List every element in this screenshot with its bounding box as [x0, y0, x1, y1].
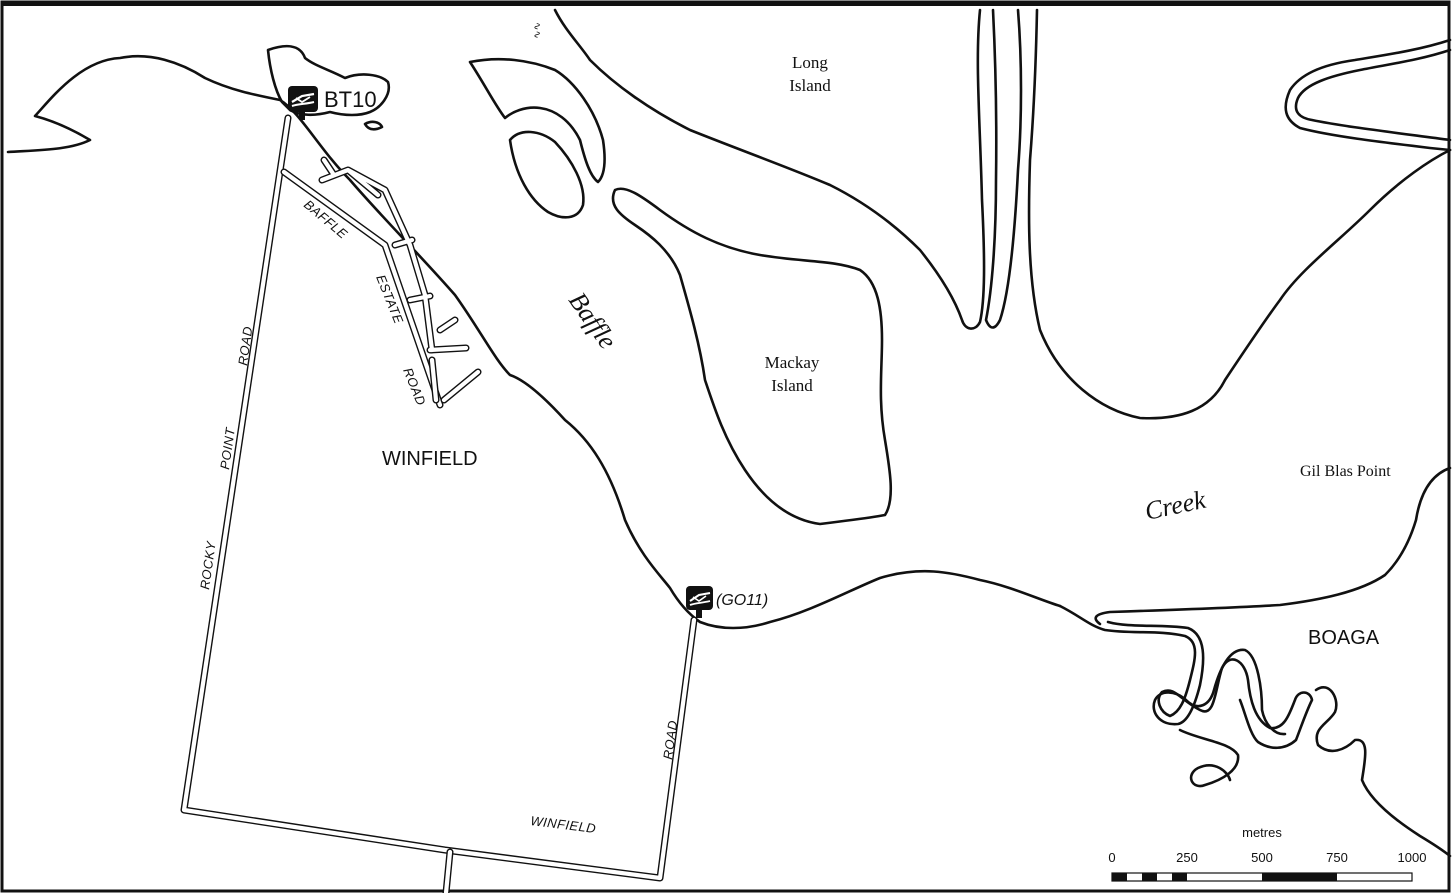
scale-tick-500: 500 [1251, 850, 1273, 865]
boaga-meander-b [1106, 620, 1287, 736]
label-mackay-island-2: Island [771, 376, 813, 395]
label-baffle-creek-baffle: Baffle [563, 287, 622, 354]
label-baffle-creek-creek: Creek [1142, 485, 1208, 526]
scale-tick-250: 250 [1176, 850, 1198, 865]
ne-channel-a [1284, 38, 1452, 152]
label-long-island-2: Island [789, 76, 831, 95]
label-winfield: WINFIELD [382, 448, 478, 470]
road-label-winfield: WINFIELD [530, 813, 597, 836]
boaga-coastline [1094, 466, 1452, 626]
scale-bar: metres 0 250 500 750 1000 [1108, 825, 1427, 882]
boaga-coast-east [1314, 686, 1452, 858]
mackay-island [611, 187, 893, 526]
top-mark: ∿∿ [531, 22, 542, 39]
ne-channel-b [1294, 48, 1452, 142]
winfield-coastline [6, 54, 1062, 630]
bt10-islet [363, 120, 384, 131]
label-long-island-1: Long [792, 53, 828, 72]
scale-tick-1000: 1000 [1398, 850, 1427, 865]
label-boaga: BOAGA [1308, 627, 1380, 649]
long-island-ribbon-east [1027, 8, 1452, 420]
site-label-bt10: BT10 [324, 87, 377, 112]
label-gil-blas-point: Gil Blas Point [1300, 463, 1391, 480]
bt10-peninsula [266, 44, 391, 117]
road-label-estate-road: ROAD [400, 366, 429, 408]
road-label-rocky-point-road: ROAD [235, 325, 255, 366]
label-mackay-island-1: Mackay [765, 353, 820, 372]
long-island-ribbon-west [984, 8, 1023, 329]
boaga-meander-c [1178, 728, 1240, 788]
boat-ramp-icon [686, 586, 713, 618]
site-go11[interactable]: (GO11) [686, 586, 768, 618]
inner-island [468, 57, 606, 184]
road-label-point: POINT [217, 426, 238, 470]
baffle-north-bank [553, 8, 986, 330]
road-label-rocky: ROCKY [197, 539, 219, 590]
road-label-winfield-road: ROAD [660, 719, 680, 760]
scale-unit: metres [1242, 825, 1282, 840]
road-network [180, 114, 698, 893]
boat-ramp-icon [288, 86, 318, 120]
site-bt10[interactable]: BT10 [288, 86, 377, 120]
scale-tick-750: 750 [1326, 850, 1348, 865]
scale-tick-0: 0 [1108, 850, 1115, 865]
site-label-go11: (GO11) [716, 592, 768, 609]
small-island [508, 130, 585, 219]
